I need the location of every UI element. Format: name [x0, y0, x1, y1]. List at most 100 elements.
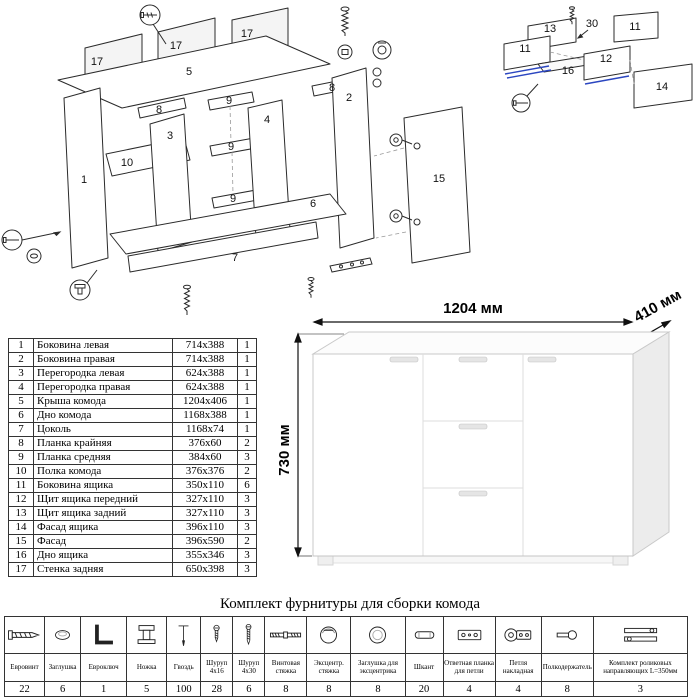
drawer-side-11-right — [613, 11, 659, 43]
drawer-facade-14 — [633, 63, 693, 109]
plinth-7 — [127, 221, 319, 273]
parts-qty-cell: 1 — [237, 394, 257, 409]
parts-num-cell: 9 — [8, 450, 34, 465]
hardware-name-cell: Полкодержатель — [540, 653, 594, 682]
parts-name-cell: Дно комода — [33, 408, 173, 423]
diagram-part-number: 11 — [629, 21, 640, 33]
hardware-icon-cell — [264, 616, 308, 654]
left-side-panel-1 — [63, 87, 109, 269]
parts-name-cell: Планка крайняя — [33, 436, 173, 451]
drawer-front-12 — [583, 45, 631, 81]
diagram-part-number: 12 — [600, 53, 612, 65]
parts-name-cell: Перегородка правая — [33, 380, 173, 395]
hardware-name-cell: Ответная планка для петли — [442, 653, 496, 682]
parts-name-cell: Боковина правая — [33, 352, 173, 367]
confirmat-callout-top — [139, 4, 167, 45]
parts-qty-cell: 1 — [237, 338, 257, 353]
right-side-panel-2 — [331, 67, 375, 249]
parts-num-cell: 5 — [8, 394, 34, 409]
parts-size-cell: 327x110 — [172, 492, 238, 507]
diagram-part-number: 6 — [310, 198, 316, 210]
hardware-qty-cell: 8 — [264, 681, 308, 697]
parts-num-cell: 11 — [8, 478, 34, 493]
hardware-name-cell: Винтовая стяжка — [264, 653, 308, 682]
parts-size-cell: 384x60 — [172, 450, 238, 465]
hardware-icon-cell — [3, 616, 46, 654]
hex-key-icon — [82, 619, 126, 651]
parts-num-cell: 7 — [8, 422, 34, 437]
parts-name-cell: Боковина ящика — [33, 478, 173, 493]
parts-size-cell: 327x110 — [172, 506, 238, 521]
parts-size-cell: 355x346 — [172, 548, 238, 563]
hardware-name-cell: Шуруп 4x30 — [232, 653, 266, 682]
parts-qty-cell: 2 — [237, 464, 257, 479]
parts-size-cell: 650x398 — [172, 562, 238, 577]
hardware-icon-cell — [442, 616, 496, 654]
diagram-part-number: 7 — [232, 252, 238, 264]
parts-name-cell: Стенка задняя — [33, 562, 173, 577]
roller-guides — [504, 65, 630, 85]
parts-qty-cell: 3 — [237, 548, 257, 563]
parts-num-cell: 1 — [8, 338, 34, 353]
rail-drawing-bottom — [329, 257, 373, 273]
hinge-icon — [496, 619, 540, 651]
hardware-icon-cell — [540, 616, 594, 654]
parts-num-cell: 13 — [8, 506, 34, 521]
hardware-qty-cell: 22 — [3, 681, 46, 697]
hardware-icon-cell — [200, 616, 234, 654]
parts-size-cell: 1168x74 — [172, 422, 238, 437]
parts-name-cell: Фасад — [33, 534, 173, 549]
parts-num-cell: 14 — [8, 520, 34, 535]
diagram-part-number: 16 — [562, 65, 574, 77]
hardware-name-cell: Шуруп 4x16 — [200, 653, 234, 682]
diagram-part-number: 4 — [264, 114, 270, 126]
confirmat-screw-drawing — [183, 284, 191, 315]
parts-size-cell: 714x388 — [172, 352, 238, 367]
parts-name-cell: Боковина левая — [33, 338, 173, 353]
hardware-icon-cell — [232, 616, 266, 654]
width-dimension-label: 1204 мм — [443, 300, 503, 317]
hardware-icon-cell — [404, 616, 444, 654]
parts-num-cell: 3 — [8, 366, 34, 381]
parts-qty-cell: 2 — [237, 534, 257, 549]
dresser-body — [311, 331, 671, 557]
parts-name-cell: Полка комода — [33, 464, 173, 479]
bottom-panel-6 — [109, 193, 347, 255]
diagram-part-number: 17 — [170, 40, 182, 52]
parts-num-cell: 8 — [8, 436, 34, 451]
width-dimension — [312, 318, 634, 326]
parts-num-cell: 10 — [8, 464, 34, 479]
hardware-name-cell: Петля накладная — [494, 653, 542, 682]
diagram-part-number: 9 — [230, 193, 236, 205]
parts-qty-cell: 1 — [237, 366, 257, 381]
hardware-icon-row — [3, 616, 689, 654]
parts-qty-cell: 1 — [237, 408, 257, 423]
nail-icon — [168, 619, 200, 651]
diagram-part-number: 30 — [586, 18, 598, 30]
hardware-title: Комплект фурнитуры для сборки комода — [219, 596, 480, 612]
hardware-qty-cell: 8 — [306, 681, 352, 697]
hardware-name-cell: Ножка — [126, 653, 168, 682]
hinge-plate-icon — [444, 619, 494, 651]
plug-icon — [46, 619, 80, 651]
foot-icon — [128, 619, 166, 651]
hardware-qty-cell: 28 — [200, 681, 234, 697]
parts-num-cell: 2 — [8, 352, 34, 367]
parts-qty-cell: 1 — [237, 352, 257, 367]
parts-qty-cell: 1 — [237, 422, 257, 437]
hardware-icon-cell — [306, 616, 352, 654]
